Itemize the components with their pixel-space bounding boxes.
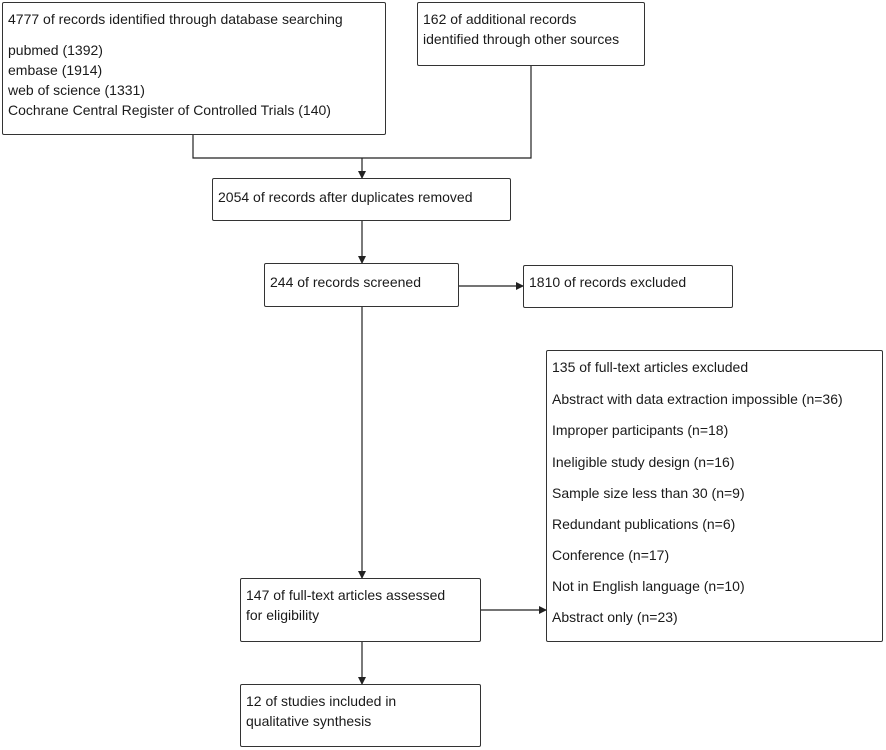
exclusion-reason: Redundant publications (n=6) bbox=[552, 516, 736, 532]
included-box: 12 of studies included in qualitative sy… bbox=[240, 684, 481, 747]
included-line-2: qualitative synthesis bbox=[246, 713, 372, 729]
fulltext-excluded-box: 135 of full-text articles excluded Abstr… bbox=[546, 350, 883, 642]
records-screened-box: 244 of records screened bbox=[264, 263, 459, 307]
database-cochrane: Cochrane Central Register of Controlled … bbox=[8, 102, 331, 118]
database-search-title: 4777 of records identified through datab… bbox=[8, 11, 343, 27]
database-web-of-science: web of science (1331) bbox=[8, 82, 145, 98]
records-screened-text: 244 of records screened bbox=[270, 274, 421, 290]
fulltext-excluded-title: 135 of full-text articles excluded bbox=[552, 359, 749, 375]
duplicates-removed-box: 2054 of records after duplicates removed bbox=[212, 178, 511, 221]
exclusion-reason: Conference (n=17) bbox=[552, 547, 670, 563]
exclusion-reason: Abstract with data extraction impossible… bbox=[552, 391, 843, 407]
other-sources-line-1: 162 of additional records bbox=[423, 11, 577, 27]
exclusion-reason: Sample size less than 30 (n=9) bbox=[552, 485, 745, 501]
assessed-line-1: 147 of full-text articles assessed bbox=[246, 587, 446, 603]
records-excluded-text: 1810 of records excluded bbox=[529, 274, 687, 290]
other-sources-box: 162 of additional records identified thr… bbox=[417, 2, 645, 66]
exclusion-reason: Not in English language (n=10) bbox=[552, 578, 745, 594]
exclusion-reason: Improper participants (n=18) bbox=[552, 422, 729, 438]
assessed-box: 147 of full-text articles assessed for e… bbox=[240, 578, 481, 642]
other-sources-line-2: identified through other sources bbox=[423, 31, 620, 47]
assessed-line-2: for eligibility bbox=[246, 607, 320, 623]
duplicates-removed-text: 2054 of records after duplicates removed bbox=[218, 189, 473, 205]
database-pubmed: pubmed (1392) bbox=[8, 42, 103, 58]
exclusion-reason: Ineligible study design (n=16) bbox=[552, 454, 735, 470]
exclusion-reason: Abstract only (n=23) bbox=[552, 609, 678, 625]
records-excluded-box: 1810 of records excluded bbox=[523, 265, 733, 308]
database-search-box: 4777 of records identified through datab… bbox=[2, 2, 386, 135]
included-line-1: 12 of studies included in bbox=[246, 693, 397, 709]
database-embase: embase (1914) bbox=[8, 62, 103, 78]
